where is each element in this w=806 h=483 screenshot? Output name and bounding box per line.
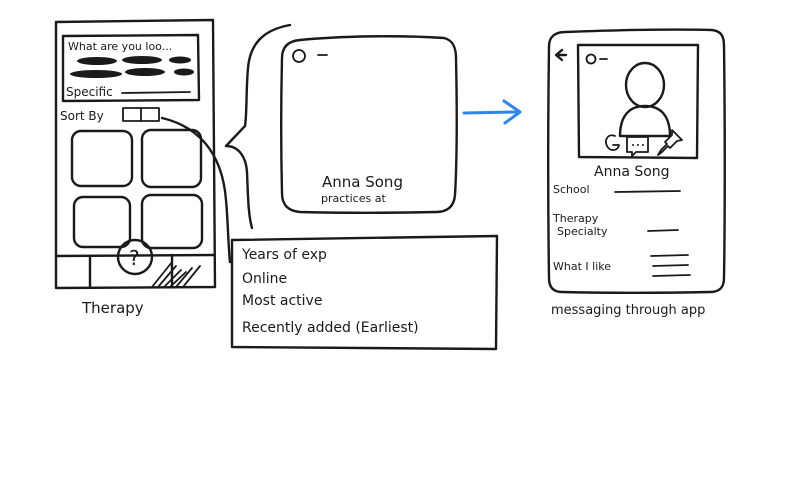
google-icon[interactable]	[605, 134, 620, 151]
search-tags	[70, 56, 194, 78]
sort-option[interactable]: Recently added (Earliest)	[242, 320, 419, 336]
photo-frame	[576, 43, 700, 160]
contact-icons	[605, 129, 683, 157]
left-phone: What are you loo... Specific Sort By	[54, 18, 217, 317]
nav-hatched-tab[interactable]	[151, 261, 201, 288]
specialty-value-line	[647, 229, 679, 232]
person-placeholder-icon	[618, 61, 672, 138]
therapy-label-line2: Specialty	[557, 225, 608, 238]
left-phone-frame	[54, 18, 217, 290]
specific-line	[121, 91, 191, 94]
school-label: School	[553, 183, 590, 196]
school-value-line	[614, 190, 681, 193]
therapist-tile[interactable]	[70, 129, 134, 188]
what-i-like-label: What I like	[553, 260, 611, 273]
sort-option[interactable]: Most active	[242, 293, 322, 309]
therapist-tile[interactable]	[72, 195, 132, 249]
profile-card-practices: practices at	[321, 192, 386, 205]
flow-arrow	[462, 99, 522, 125]
profile-card-name: Anna Song	[322, 173, 403, 191]
detail-name: Anna Song	[594, 164, 670, 180]
what-i-like-lines	[650, 254, 691, 277]
specific-label: Specific	[66, 85, 113, 99]
back-arrow-icon[interactable]	[554, 48, 568, 62]
callout-bracket	[224, 23, 292, 230]
search-prompt: What are you loo...	[68, 40, 172, 53]
profile-card-callout: Anna Song practices at	[224, 23, 458, 230]
question-mark-glyph: ?	[129, 246, 140, 270]
pin-icon[interactable]	[657, 129, 683, 156]
detail-caption: messaging through app	[551, 303, 705, 318]
chat-bubble-icon[interactable]	[626, 136, 649, 157]
left-screen-caption: Therapy	[81, 299, 144, 317]
therapist-tile[interactable]	[140, 128, 203, 189]
therapy-label-line1: Therapy	[552, 212, 599, 225]
question-mark-icon[interactable]	[116, 238, 154, 276]
therapist-grid	[70, 128, 204, 250]
search-box[interactable]	[61, 33, 201, 103]
bottom-nav: ?	[54, 238, 216, 289]
sort-option[interactable]: Years of exp	[241, 247, 327, 263]
sort-toggle[interactable]	[122, 107, 160, 122]
sort-dropdown-box	[230, 234, 499, 351]
sort-by-label: Sort By	[60, 109, 104, 123]
right-phone-frame	[547, 28, 726, 294]
profile-avatar-dot	[292, 49, 306, 63]
right-phone: Anna Song School Therapy Specialty What …	[547, 28, 726, 318]
sort-option[interactable]: Online	[242, 271, 287, 287]
therapist-tile[interactable]	[140, 193, 204, 250]
sort-connector	[160, 116, 232, 264]
detail-avatar-dot	[585, 53, 597, 65]
profile-card[interactable]	[280, 35, 458, 214]
sort-dropdown: Years of exp Online Most active Recently…	[230, 234, 499, 351]
